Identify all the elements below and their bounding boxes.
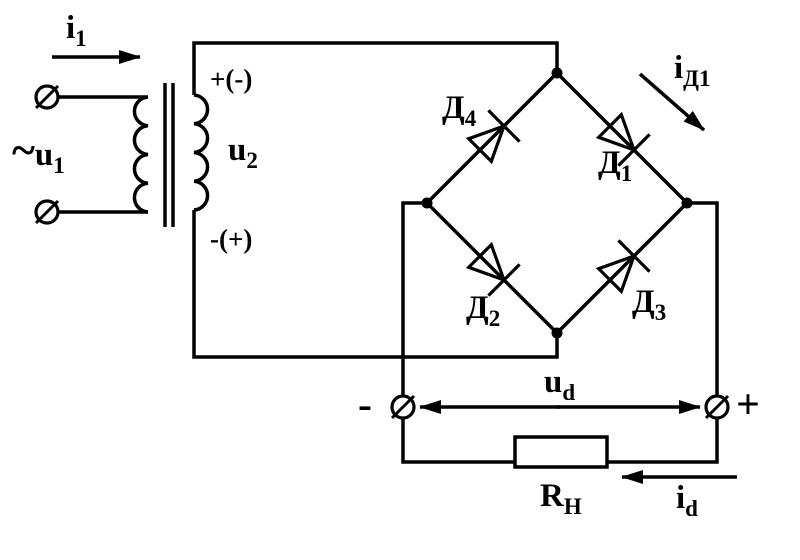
diode-d4-cathode-bar xyxy=(487,109,521,143)
diode-d2 xyxy=(465,241,521,297)
label-i1: i1 xyxy=(66,10,87,51)
label-d2: Д2 xyxy=(466,290,500,331)
diode-d1 xyxy=(595,111,651,167)
terminal-output-minus xyxy=(390,394,416,420)
label-output-minus: - xyxy=(358,382,372,428)
diode-d2-cathode-bar xyxy=(487,263,521,297)
label-u1: ~u1 xyxy=(12,126,65,178)
label-d4: Д4 xyxy=(442,90,477,131)
junction-dot-top xyxy=(551,67,563,79)
labels: i1 ~u1 +(-) u2 -(+) Д4 Д1 Д2 Д3 iД1 ud -… xyxy=(12,10,760,521)
diode-d3 xyxy=(595,239,651,295)
wire-dc-positive-rail xyxy=(607,201,719,464)
terminal-input-top-slash xyxy=(34,84,60,110)
label-d1: Д1 xyxy=(598,145,632,186)
label-i-d: id xyxy=(676,480,698,521)
diode-d3-triangle xyxy=(595,253,637,295)
wire-secondary-top-to-bridge xyxy=(192,41,559,95)
transformer xyxy=(132,83,210,227)
terminal-output-plus-slash xyxy=(704,394,730,420)
terminal-input-top xyxy=(34,84,60,110)
label-secondary-polarity-bottom: -(+) xyxy=(210,224,252,254)
junction-dot-left xyxy=(421,197,433,209)
label-output-plus: + xyxy=(736,382,760,428)
diode-d2-triangle xyxy=(465,241,507,283)
primary-winding xyxy=(132,95,149,214)
junction-dot-bottom xyxy=(551,327,563,339)
load-resistor xyxy=(513,435,609,469)
current-id1-arrow xyxy=(638,72,706,132)
diode-d1-cathode-bar xyxy=(617,133,651,167)
junction-dot-right xyxy=(681,197,693,209)
wires xyxy=(58,41,719,464)
diode-d1-triangle xyxy=(595,111,637,153)
diode-bridge xyxy=(421,67,693,339)
diode-d3-cathode-bar xyxy=(617,239,651,273)
terminal-output-plus xyxy=(704,394,730,420)
terminal-output-minus-slash xyxy=(390,394,416,420)
label-secondary-polarity-top: +(-) xyxy=(210,64,252,94)
diode-d4-triangle xyxy=(465,123,507,165)
diode-d4 xyxy=(465,109,521,165)
wire-secondary-bottom-to-bridge xyxy=(192,210,559,359)
label-u2: u2 xyxy=(228,132,258,173)
label-i-d1: iД1 xyxy=(674,50,711,91)
arrows xyxy=(52,50,737,484)
label-r-load: RН xyxy=(540,478,582,519)
terminal-input-bottom-slash xyxy=(34,199,60,225)
terminal-input-bottom xyxy=(34,199,60,225)
label-u-d: ud xyxy=(544,364,575,405)
secondary-winding xyxy=(193,93,210,212)
terminals xyxy=(34,84,730,420)
wire-dc-negative-rail xyxy=(401,201,515,464)
label-d3: Д3 xyxy=(632,284,666,325)
